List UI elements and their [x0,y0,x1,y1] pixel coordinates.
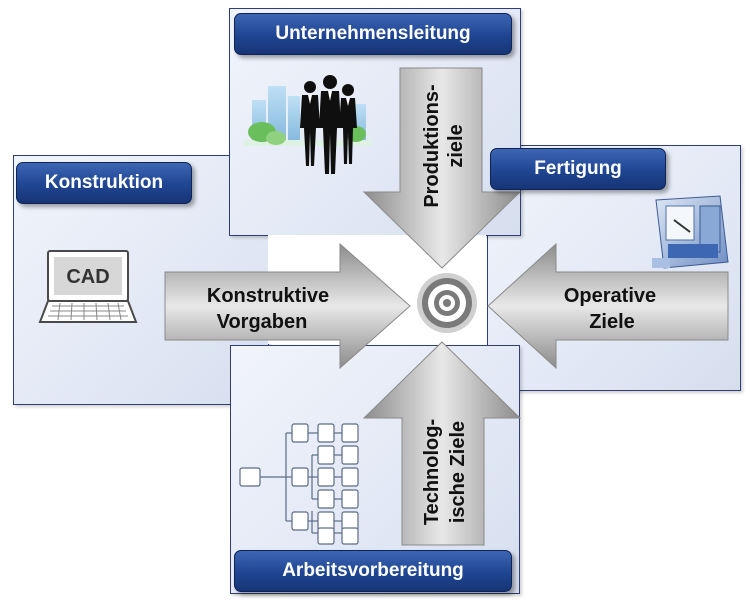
arrow-left-text: Operative Ziele [564,285,656,333]
arrow-right-text: Konstruktive Vorgaben [207,285,329,333]
arrow-right-line2: Vorgaben [217,311,308,333]
arrow-up [362,341,522,546]
label-fertigung: Fertigung [490,148,666,190]
label-unternehmensleitung: Unternehmensleitung [234,13,512,55]
label-konstruktion: Konstruktion [16,162,192,204]
arrow-left-line2: Ziele [589,311,635,333]
arrow-up-line2: ische Ziele [447,421,469,523]
laptop-icon: CAD [38,250,138,323]
label-arbeitsvorbereitung: Arbeitsvorbereitung [234,550,512,592]
arrow-up-text: Technolog- ische Ziele [421,419,469,525]
machine-tool-icon [652,195,729,269]
arrow-right [164,242,411,370]
flowchart-icon [239,423,359,545]
business-people-icon [244,75,372,174]
cad-screen-text: CAD [66,266,109,288]
arrow-down-line1: Produktions- [421,84,443,207]
target-icon [417,273,477,333]
arrow-left-line1: Operative [564,285,656,307]
arrow-up-line1: Technolog- [421,419,443,525]
arrow-right-line1: Konstruktive [207,285,329,307]
arrow-down-line2: ziele [445,124,467,167]
arrow-left [487,242,729,370]
arrow-down [362,67,522,269]
arrow-down-text: Produktions- ziele [421,84,467,207]
